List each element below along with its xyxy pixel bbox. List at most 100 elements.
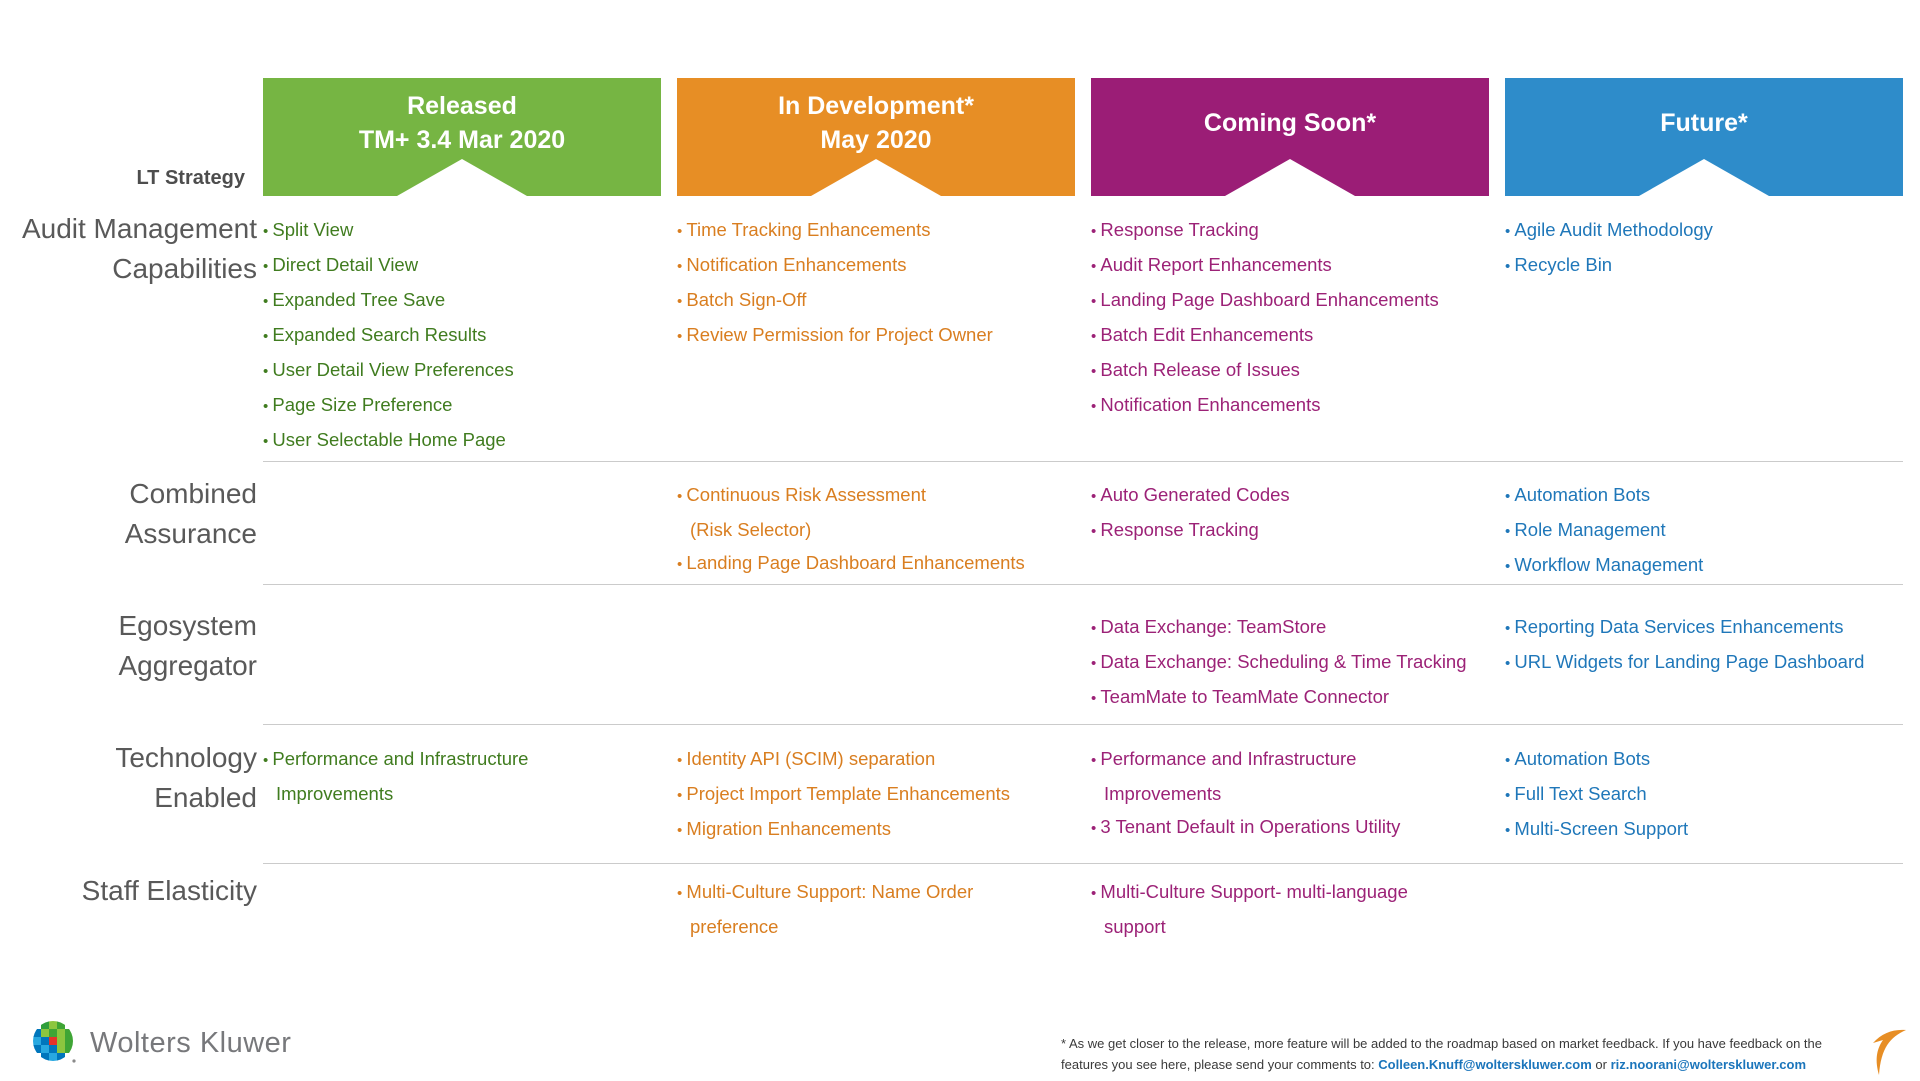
item-line: preference bbox=[690, 916, 779, 937]
bullet-icon: • bbox=[1505, 523, 1515, 540]
column-header-in-development: In Development*May 2020 bbox=[677, 78, 1075, 196]
item-line: Improvements bbox=[1104, 783, 1222, 804]
roadmap-item: • Data Exchange: Scheduling & Time Track… bbox=[1091, 645, 1489, 680]
footnote-line1: * As we get closer to the release, more … bbox=[1061, 1036, 1822, 1051]
bullet-icon: • bbox=[1505, 488, 1515, 505]
cell-audit-management-capabilities--future: • Agile Audit Methodology • Recycle Bin bbox=[1505, 196, 1903, 462]
row-label-line: Staff Elasticity bbox=[81, 875, 257, 906]
cell-combined-assurance--future: • Automation Bots• Role Management• Work… bbox=[1505, 462, 1903, 585]
item-line: support bbox=[1104, 916, 1166, 937]
bullet-icon: • bbox=[1091, 752, 1101, 769]
row-label-line: Technology bbox=[115, 742, 257, 773]
bullet-icon: • bbox=[263, 258, 273, 275]
item-line: • Time Tracking Enhancements bbox=[677, 219, 931, 240]
roadmap-item: • TeamMate to TeamMate Connector bbox=[1091, 680, 1489, 715]
item-line: • Performance and Infrastructure bbox=[1091, 748, 1357, 769]
bullet-icon: • bbox=[1505, 620, 1515, 637]
cell-staff-elasticity--future bbox=[1505, 864, 1903, 994]
roadmap-item: • Role Management bbox=[1505, 513, 1903, 548]
bullet-icon: • bbox=[1091, 655, 1101, 672]
roadmap-item: • Reporting Data Services Enhancements bbox=[1505, 610, 1903, 645]
item-line: • Project Import Template Enhancements bbox=[677, 783, 1010, 804]
roadmap-item: • URL Widgets for Landing Page Dashboard bbox=[1505, 645, 1903, 680]
roadmap-item: • Agile Audit Methodology bbox=[1505, 213, 1903, 248]
cell-combined-assurance--in-development: • Continuous Risk Assessment(Risk Select… bbox=[677, 462, 1075, 585]
footnote-line2: features you see here, please send your … bbox=[1061, 1054, 1822, 1075]
item-line: • Workflow Management bbox=[1505, 554, 1704, 575]
bullet-icon: • bbox=[263, 398, 273, 415]
bullet-icon: • bbox=[1091, 620, 1101, 637]
bullet-icon: • bbox=[1091, 293, 1101, 310]
cell-technology-enabled--in-development: • Identity API (SCIM) separation • Projec… bbox=[677, 725, 1075, 864]
roadmap-item: • User Detail View Preferences bbox=[263, 353, 661, 388]
roadmap-item: • Migration Enhancements bbox=[677, 812, 1075, 847]
roadmap-item: • Split View bbox=[263, 213, 661, 248]
roadmap-item: • Response Tracking bbox=[1091, 213, 1489, 248]
item-line: • Batch Sign-Off bbox=[677, 289, 807, 310]
item-line: • Expanded Tree Save bbox=[263, 289, 446, 310]
bullet-icon: • bbox=[1091, 363, 1101, 380]
cell-combined-assurance--released bbox=[263, 462, 661, 585]
roadmap-item: • Response Tracking bbox=[1091, 513, 1489, 548]
item-line: • Response Tracking bbox=[1091, 219, 1259, 240]
item-line: • User Selectable Home Page bbox=[263, 429, 506, 450]
bullet-icon: • bbox=[677, 223, 687, 240]
item-line: • Response Tracking bbox=[1091, 519, 1259, 540]
roadmap-item: • Batch Edit Enhancements bbox=[1091, 318, 1489, 353]
item-line: • Multi-Screen Support bbox=[1505, 818, 1689, 839]
bullet-icon: • bbox=[677, 556, 687, 573]
header-notch-icon bbox=[1225, 159, 1355, 196]
row-label-staff-elasticity: Staff Elasticity bbox=[0, 864, 257, 994]
cell-audit-management-capabilities--in-development: • Time Tracking Enhancements• Notificati… bbox=[677, 196, 1075, 462]
feedback-email-link-1[interactable]: Colleen.Knuff@wolterskluwer.com bbox=[1378, 1057, 1592, 1072]
roadmap-item: • Workflow Management bbox=[1505, 548, 1903, 583]
cell-staff-elasticity--in-development: • Multi-Culture Support: Name Order prefe… bbox=[677, 864, 1075, 994]
roadmap-item: • 3 Tenant Default in Operations Utility bbox=[1091, 810, 1489, 845]
roadmap-item: • Multi-Screen Support bbox=[1505, 812, 1903, 847]
item-line: • Identity API (SCIM) separation bbox=[677, 748, 936, 769]
item-line: • Split View bbox=[263, 219, 354, 240]
item-line: • Performance and Infrastructure bbox=[263, 748, 529, 769]
row-label-line: Capabilities bbox=[112, 253, 257, 284]
item-line: • 3 Tenant Default in Operations Utility bbox=[1091, 816, 1401, 837]
item-line: • TeamMate to TeamMate Connector bbox=[1091, 686, 1390, 707]
item-line: • Notification Enhancements bbox=[1091, 394, 1321, 415]
item-line: • Continuous Risk Assessment bbox=[677, 484, 927, 505]
item-line: • Data Exchange: TeamStore bbox=[1091, 616, 1327, 637]
item-line: • Multi-Culture Support: Name Order bbox=[677, 881, 974, 902]
row-staff-elasticity: Staff Elasticity • Multi-Culture Support:… bbox=[0, 864, 1903, 994]
item-line: • Agile Audit Methodology bbox=[1505, 219, 1713, 240]
cell-egosystem-aggregator--future: • Reporting Data Services Enhancements • … bbox=[1505, 585, 1903, 725]
footnote: * As we get closer to the release, more … bbox=[1061, 1033, 1822, 1075]
item-line: • Automation Bots bbox=[1505, 748, 1651, 769]
header-notch-icon bbox=[811, 159, 941, 196]
roadmap-item: • Project Import Template Enhancements bbox=[677, 777, 1075, 812]
roadmap-item: • Review Permission for Project Owner bbox=[677, 318, 1075, 353]
item-line: • Auto Generated Codes bbox=[1091, 484, 1290, 505]
bullet-icon: • bbox=[1091, 223, 1101, 240]
item-line: • URL Widgets for Landing Page Dashboard bbox=[1505, 651, 1865, 672]
item-line: • User Detail View Preferences bbox=[263, 359, 514, 380]
column-header-future: Future* bbox=[1505, 78, 1903, 196]
feedback-email-link-2[interactable]: riz.noorani@wolterskluwer.com bbox=[1610, 1057, 1807, 1072]
item-line: • Reporting Data Services Enhancements bbox=[1505, 616, 1844, 637]
column-header-coming-soon: Coming Soon* bbox=[1091, 78, 1489, 196]
bullet-icon: • bbox=[1091, 328, 1101, 345]
bullet-icon: • bbox=[1091, 820, 1101, 837]
item-line: Improvements bbox=[276, 783, 394, 804]
item-line: • Recycle Bin bbox=[1505, 254, 1613, 275]
lt-strategy-label: LT Strategy bbox=[136, 167, 245, 189]
roadmap-item: • Multi-Culture Support: Name Order prefe… bbox=[677, 875, 1075, 943]
wolters-kluwer-logo: Wolters Kluwer bbox=[32, 1020, 291, 1066]
cell-egosystem-aggregator--in-development bbox=[677, 585, 1075, 725]
footnote-line2-prefix: features you see here, please send your … bbox=[1061, 1057, 1375, 1072]
roadmap-item: • Full Text Search bbox=[1505, 777, 1903, 812]
bullet-icon: • bbox=[1091, 258, 1101, 275]
